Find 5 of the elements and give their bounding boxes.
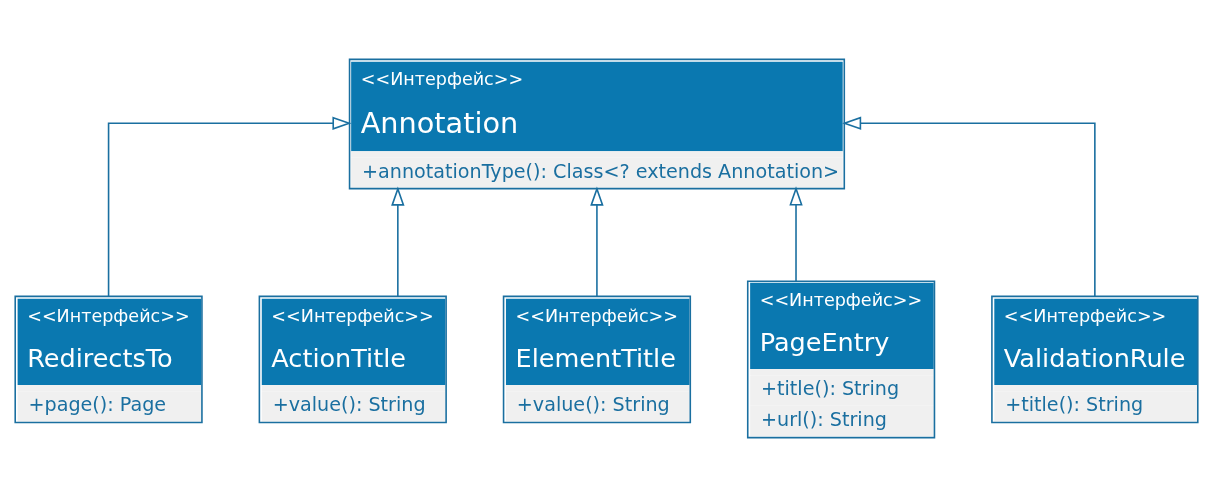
arrow <box>789 185 803 282</box>
arrow <box>590 186 604 297</box>
arrow <box>391 186 405 297</box>
arrow <box>107 116 352 297</box>
arrow <box>842 116 1096 297</box>
